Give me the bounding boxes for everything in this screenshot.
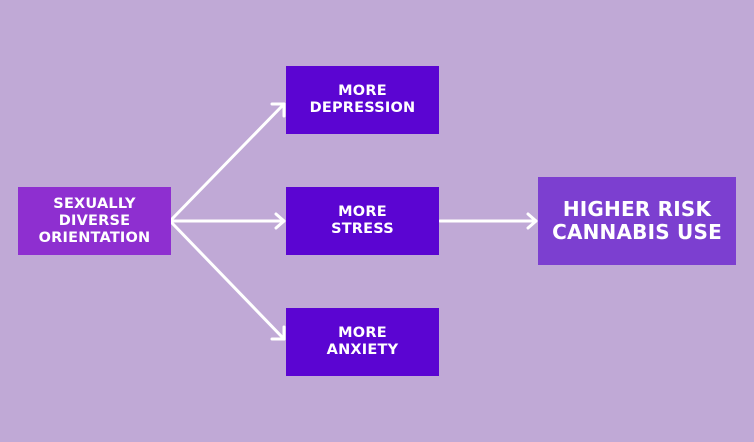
arrow-to-anxiety-shaft bbox=[170, 221, 286, 341]
node-label-line: MORE bbox=[338, 325, 387, 341]
arrow-to-depression-shaft bbox=[170, 102, 286, 221]
node-label-line: ANXIETY bbox=[326, 342, 399, 358]
node-more-stress: MORE STRESS bbox=[286, 187, 439, 255]
node-label-line: DIVERSE bbox=[58, 212, 131, 229]
node-label-line: STRESS bbox=[331, 221, 394, 237]
node-label-line: CANNABIS USE bbox=[552, 220, 722, 244]
node-label-line: MORE bbox=[338, 83, 387, 99]
node-more-anxiety: MORE ANXIETY bbox=[286, 308, 439, 376]
arrow-to-anxiety-head bbox=[270, 325, 286, 341]
node-label-line: ORIENTATION bbox=[38, 229, 151, 246]
node-sexually-diverse-orientation: SEXUALLY DIVERSE ORIENTATION bbox=[18, 187, 171, 255]
node-label-line: HIGHER RISK bbox=[562, 197, 712, 221]
arrow-to-stress-head bbox=[274, 212, 286, 230]
node-more-depression: MORE DEPRESSION bbox=[286, 66, 439, 134]
node-higher-risk-cannabis-use: HIGHER RISK CANNABIS USE bbox=[538, 177, 736, 265]
arrow-to-depression-head bbox=[270, 102, 286, 118]
node-label-line: DEPRESSION bbox=[309, 100, 416, 116]
node-label-line: MORE bbox=[338, 204, 387, 220]
node-label-line: SEXUALLY bbox=[53, 195, 136, 212]
arrow-to-outcome-head bbox=[526, 212, 538, 230]
